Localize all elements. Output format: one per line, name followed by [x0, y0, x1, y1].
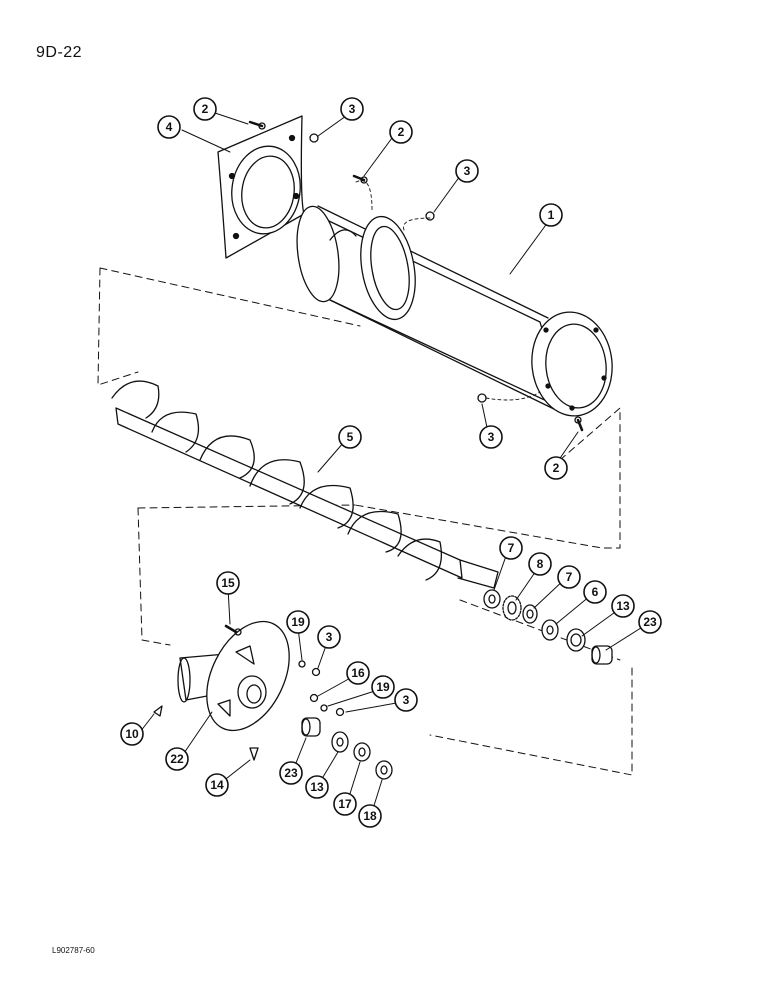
callout-6: 6 [583, 580, 607, 604]
callout-13-low: 13 [305, 775, 329, 799]
svg-text:2: 2 [398, 125, 405, 139]
callout-19-a: 19 [286, 610, 310, 634]
svg-text:10: 10 [125, 727, 139, 741]
svg-text:17: 17 [338, 797, 352, 811]
svg-text:22: 22 [170, 752, 184, 766]
group-outline-upper [97, 267, 621, 549]
svg-text:23: 23 [284, 766, 298, 780]
callout-7-b: 7 [557, 565, 581, 589]
callout-16: 16 [346, 661, 370, 685]
auger-flighting [111, 380, 499, 589]
callout-18: 18 [358, 804, 382, 828]
callout-19-b: 19 [371, 675, 395, 699]
callout-3-right: 3 [394, 688, 418, 712]
svg-text:1: 1 [548, 208, 555, 222]
callout-7-a: 7 [499, 536, 523, 560]
svg-text:8: 8 [537, 557, 544, 571]
callout-10: 10 [120, 722, 144, 746]
leader-lines [139, 111, 645, 813]
bearing-stack [483, 589, 613, 665]
svg-text:18: 18 [363, 809, 377, 823]
svg-text:2: 2 [553, 461, 560, 475]
callout-22: 22 [165, 747, 189, 771]
end-plate [177, 620, 290, 732]
callout-8: 8 [528, 552, 552, 576]
callout-23-low: 23 [279, 761, 303, 785]
svg-text:2: 2 [202, 102, 209, 116]
callout-23-top: 23 [638, 610, 662, 634]
callout-17: 17 [333, 792, 357, 816]
svg-text:3: 3 [349, 102, 356, 116]
svg-text:3: 3 [464, 164, 471, 178]
svg-text:5: 5 [347, 430, 354, 444]
svg-text:19: 19 [376, 680, 390, 694]
callout-3-tube: 3 [479, 425, 503, 449]
svg-text:13: 13 [310, 780, 324, 794]
figure-code: L902787-60 [52, 946, 95, 955]
callout-4: 4 [157, 115, 181, 139]
svg-text:3: 3 [403, 693, 410, 707]
callout-3-mid: 3 [455, 159, 479, 183]
svg-text:7: 7 [566, 570, 573, 584]
callout-3-top: 3 [340, 97, 364, 121]
svg-text:13: 13 [616, 599, 630, 613]
callout-1: 1 [539, 203, 563, 227]
hardware [153, 120, 584, 780]
svg-text:4: 4 [166, 120, 173, 134]
svg-text:6: 6 [592, 585, 599, 599]
svg-text:3: 3 [326, 630, 333, 644]
svg-text:19: 19 [291, 615, 305, 629]
svg-text:15: 15 [221, 576, 235, 590]
callout-5: 5 [338, 425, 362, 449]
svg-text:16: 16 [351, 666, 365, 680]
mounting-plate [217, 115, 305, 259]
callout-2-mid: 2 [389, 120, 413, 144]
svg-text:7: 7 [508, 541, 515, 555]
svg-text:14: 14 [210, 778, 224, 792]
callout-2-top: 2 [193, 97, 217, 121]
group-outline-lower [137, 504, 633, 776]
callout-3-low: 3 [317, 625, 341, 649]
callout-14: 14 [205, 773, 229, 797]
callout-13-top: 13 [611, 594, 635, 618]
callout-2-tube: 2 [544, 456, 568, 480]
callout-15: 15 [216, 571, 240, 595]
page-number: 9D-22 [36, 44, 83, 61]
svg-text:3: 3 [488, 430, 495, 444]
svg-text:23: 23 [643, 615, 657, 629]
auger-tube [296, 205, 613, 417]
